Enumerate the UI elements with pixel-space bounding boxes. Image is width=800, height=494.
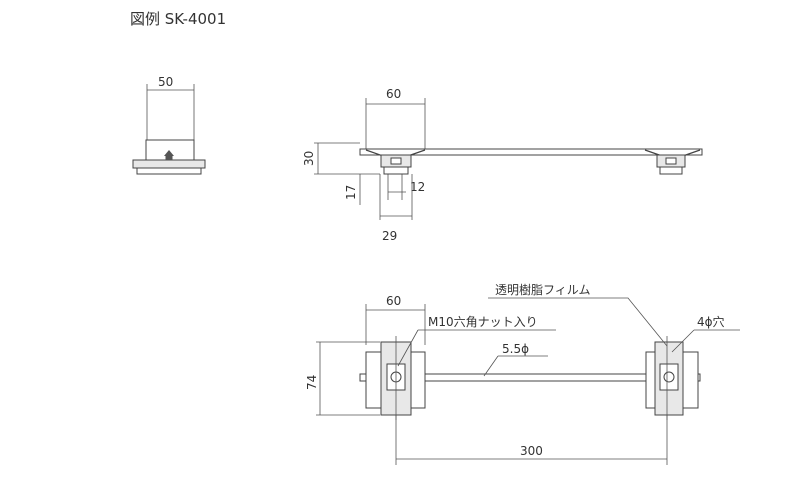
front-left-clamp: [365, 149, 426, 175]
film-leader-line: [488, 297, 668, 347]
side-base-plate: [132, 159, 206, 169]
home-icon: [164, 150, 174, 160]
hole-small-label: 5.5ϕ: [502, 342, 529, 356]
front-view: 60 30 17 12 29: [302, 87, 703, 243]
front-height-label: 30: [302, 151, 316, 166]
plan-view: 60 74 300 透明樹脂フィルム: [305, 282, 740, 465]
side-width-label: 50: [158, 75, 173, 89]
front-width-label: 60: [386, 87, 401, 101]
drawing-title: 図例 SK-4001: [130, 10, 226, 28]
side-foot: [136, 167, 202, 175]
hole-small-leader-line: [483, 355, 548, 377]
film-label: 透明樹脂フィルム: [495, 282, 591, 297]
front-right-clamp: [644, 149, 701, 175]
front-bar: [359, 148, 703, 156]
nut-label: M10六角ナット入り: [428, 315, 538, 329]
front-inner-label: 12: [410, 180, 425, 194]
plan-right-bracket: [645, 336, 699, 420]
plan-rod: [359, 373, 701, 382]
front-bottom-label: 29: [382, 229, 397, 243]
hole-leader-line: [671, 329, 740, 353]
hole-label: 4ϕ穴: [697, 314, 725, 329]
plan-left-bracket: [365, 336, 426, 420]
plan-span-label: 300: [520, 444, 543, 458]
plan-height-label: 74: [305, 375, 319, 390]
front-height2-label: 17: [344, 185, 358, 200]
plan-width-label: 60: [386, 294, 401, 308]
nut-leader-line: [397, 329, 556, 367]
side-view: 50: [132, 75, 206, 175]
